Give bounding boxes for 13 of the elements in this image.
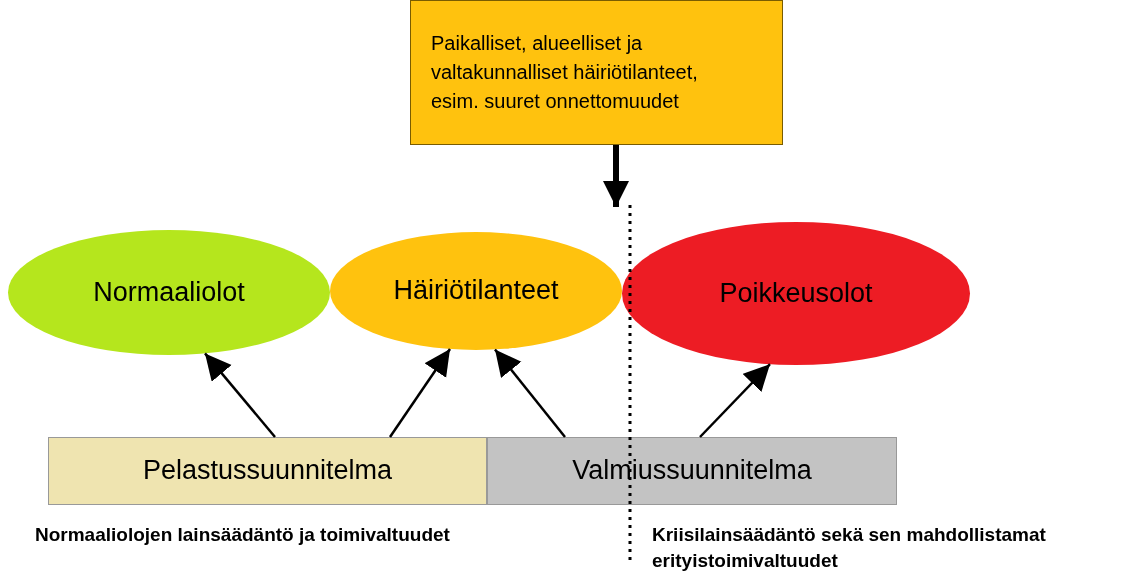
arrow bbox=[204, 352, 276, 438]
note-text: Normaaliolojen lainsäädäntö ja toimivaltuudet bbox=[35, 523, 451, 547]
callout-box: Paikalliset, alueelliset ja valtakunnalliset häiriötilanteet, esim. suuret onnettomuudet bbox=[410, 0, 783, 145]
plan-bar: Pelastussuunnitelma bbox=[48, 437, 487, 505]
arrow bbox=[603, 145, 629, 207]
state-ellipse: Poikkeusolot bbox=[622, 222, 970, 365]
arrow bbox=[388, 348, 452, 438]
plan-bar: Valmiussuunnitelma bbox=[487, 437, 897, 505]
arrow bbox=[494, 348, 566, 438]
state-ellipse: Häiriötilanteet bbox=[330, 232, 622, 350]
note-text: Kriisilainsäädäntö sekä sen mahdollistamat erityistoimivaltuudet bbox=[652, 523, 1047, 573]
arrow bbox=[699, 363, 771, 438]
state-ellipse: Normaaliolot bbox=[8, 230, 330, 355]
